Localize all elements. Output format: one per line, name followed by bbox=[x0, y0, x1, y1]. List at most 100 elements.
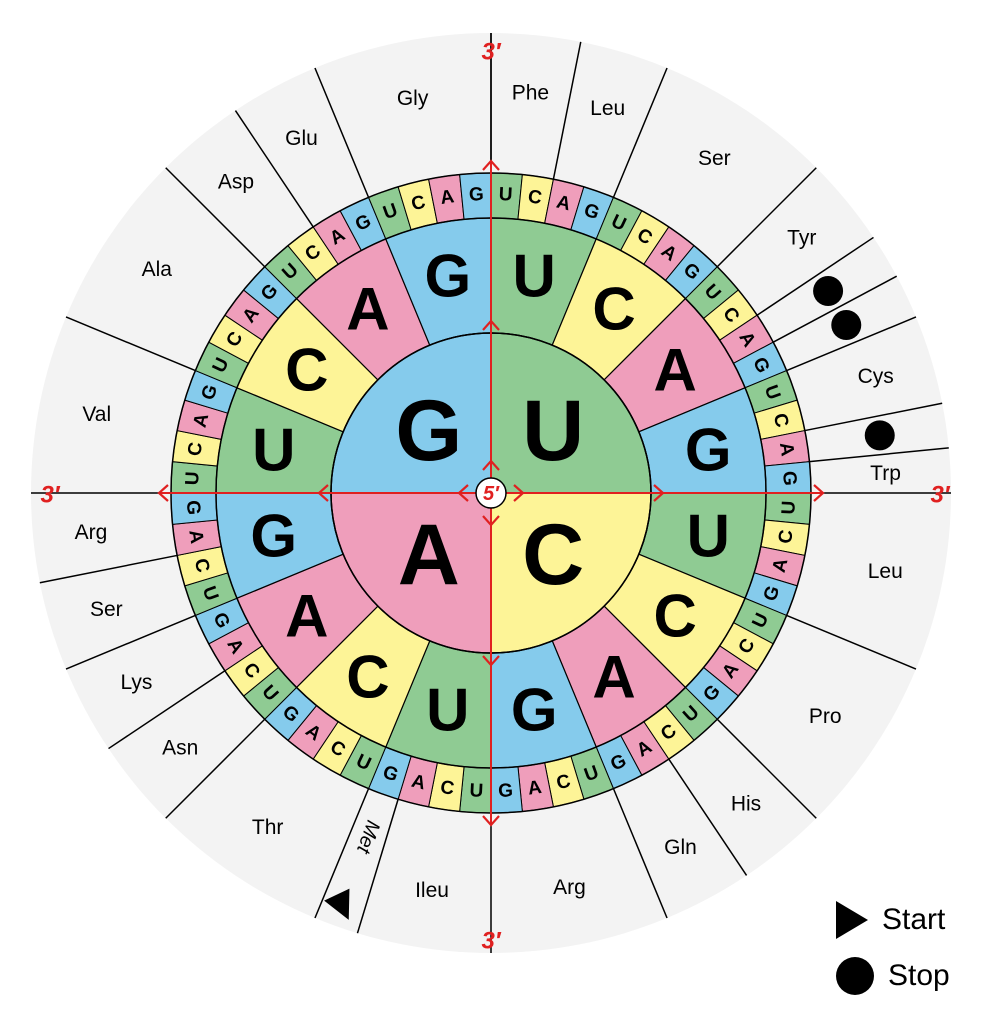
axis-arrowhead bbox=[653, 484, 665, 502]
first-base-ring bbox=[330, 332, 652, 654]
second-base-letter: U bbox=[426, 677, 469, 744]
third-base-letter: A bbox=[775, 441, 798, 458]
third-base-letter: U bbox=[498, 184, 513, 206]
amino-acid-label: His bbox=[731, 792, 761, 815]
start-codon-icon bbox=[324, 888, 350, 920]
third-base-letter: A bbox=[526, 777, 543, 800]
amino-acid-label: Asn bbox=[162, 737, 198, 760]
axis-arrowhead bbox=[813, 484, 825, 502]
amino-acid-label: Ser bbox=[90, 598, 123, 621]
axis-arrowhead bbox=[482, 515, 500, 527]
third-base-letter: C bbox=[775, 528, 798, 545]
third-base-letter: C bbox=[409, 192, 428, 216]
third-base-letter: G bbox=[581, 200, 602, 225]
amino-acid-divider bbox=[804, 402, 943, 432]
third-base-letter: A bbox=[769, 556, 793, 575]
second-base-letter: C bbox=[285, 336, 328, 403]
third-base-letter: G bbox=[778, 470, 800, 486]
legend-stop: Stop bbox=[836, 957, 950, 995]
second-base-letter: C bbox=[592, 275, 635, 342]
amino-acid-divider bbox=[39, 554, 178, 584]
third-base-letter: G bbox=[498, 780, 514, 802]
third-base-letter: A bbox=[184, 528, 207, 545]
three-prime-label: 3′ bbox=[930, 482, 950, 509]
axis-arrowhead bbox=[482, 319, 500, 331]
amino-acid-divider bbox=[756, 236, 874, 316]
third-base-letter: C bbox=[526, 186, 543, 209]
third-base-letter: U bbox=[182, 471, 204, 486]
third-base-letter: C bbox=[184, 441, 207, 458]
third-base-letter: G bbox=[468, 184, 484, 206]
amino-acid-label: Cys bbox=[858, 365, 894, 388]
amino-acid-label: Trp bbox=[870, 462, 901, 485]
stop-codon-icon bbox=[813, 275, 844, 306]
amino-acid-label: Phe bbox=[512, 81, 549, 104]
second-base-letter: A bbox=[653, 336, 696, 403]
legend-start: Start bbox=[836, 901, 945, 939]
first-base-letter: U bbox=[522, 383, 584, 479]
third-base-letter: G bbox=[760, 583, 785, 604]
amino-acid-label: Arg bbox=[75, 521, 108, 544]
third-base-letter: A bbox=[439, 186, 456, 209]
third-base-letter: U bbox=[582, 762, 602, 786]
second-base-letter: C bbox=[653, 583, 696, 650]
stop-circle-icon bbox=[836, 957, 874, 995]
amino-acid-label: Gly bbox=[397, 87, 429, 110]
amino-acid-divider bbox=[786, 316, 917, 372]
third-base-letter: U bbox=[778, 500, 800, 515]
second-base-letter: A bbox=[285, 583, 328, 650]
three-prime-label: 3′ bbox=[481, 39, 501, 66]
axis-arrowhead bbox=[317, 484, 329, 502]
amino-acid-divider bbox=[108, 670, 226, 750]
third-base-letter: G bbox=[182, 500, 204, 516]
third-base-letter: C bbox=[554, 771, 573, 795]
second-base-letter: G bbox=[250, 503, 297, 570]
second-base-letter: U bbox=[687, 503, 730, 570]
three-prime-label: 3′ bbox=[481, 928, 501, 955]
third-base-letter: G bbox=[380, 762, 401, 787]
amino-acid-divider bbox=[612, 67, 668, 198]
axis-arrowhead bbox=[482, 159, 500, 171]
third-base-letter: A bbox=[190, 411, 214, 430]
amino-acid-divider bbox=[165, 167, 266, 268]
amino-acid-divider bbox=[314, 788, 370, 919]
five-prime-label: 5′ bbox=[483, 483, 500, 505]
amino-acid-divider bbox=[668, 758, 748, 876]
amino-acid-divider bbox=[716, 167, 817, 268]
third-base-letter: U bbox=[198, 584, 222, 604]
amino-acid-divider bbox=[552, 41, 582, 180]
first-base-letter: G bbox=[395, 383, 462, 479]
legend: Start Stop bbox=[836, 895, 986, 1005]
amino-acid-label: Pro bbox=[809, 705, 842, 728]
first-base-letter: C bbox=[522, 507, 584, 603]
axis-arrowhead bbox=[482, 815, 500, 827]
amino-acid-label: Leu bbox=[868, 560, 903, 583]
amino-acid-divider bbox=[786, 614, 917, 670]
axis-arrowhead bbox=[482, 655, 500, 667]
amino-acid-divider bbox=[165, 718, 266, 819]
legend-start-label: Start bbox=[882, 903, 946, 936]
three-prime-label: 3′ bbox=[40, 482, 60, 509]
amino-acid-divider bbox=[314, 67, 370, 198]
amino-acid-label: Ala bbox=[142, 258, 173, 281]
second-base-letter: C bbox=[346, 644, 389, 711]
amino-acid-label: Tyr bbox=[787, 226, 816, 249]
amino-acid-divider bbox=[234, 110, 314, 228]
first-base-letter: A bbox=[398, 507, 460, 603]
second-base-letter: U bbox=[252, 416, 295, 483]
amino-acid-label: Gln bbox=[664, 836, 697, 859]
third-base-letter: C bbox=[769, 411, 793, 430]
amino-acid-label: Thr bbox=[252, 816, 284, 839]
amino-acid-label: Ileu bbox=[415, 879, 449, 902]
amino-acid-ring bbox=[31, 33, 951, 953]
amino-acid-label: Ser bbox=[698, 147, 731, 170]
second-base-letter: G bbox=[511, 677, 558, 744]
stop-codon-icon bbox=[864, 420, 895, 451]
stop-codon-icon bbox=[831, 309, 862, 340]
center-circle bbox=[475, 477, 507, 509]
amino-acid-divider bbox=[809, 447, 949, 463]
amino-acid-divider bbox=[65, 614, 196, 670]
legend-stop-label: Stop bbox=[888, 959, 950, 992]
second-base-letter: U bbox=[513, 242, 556, 309]
